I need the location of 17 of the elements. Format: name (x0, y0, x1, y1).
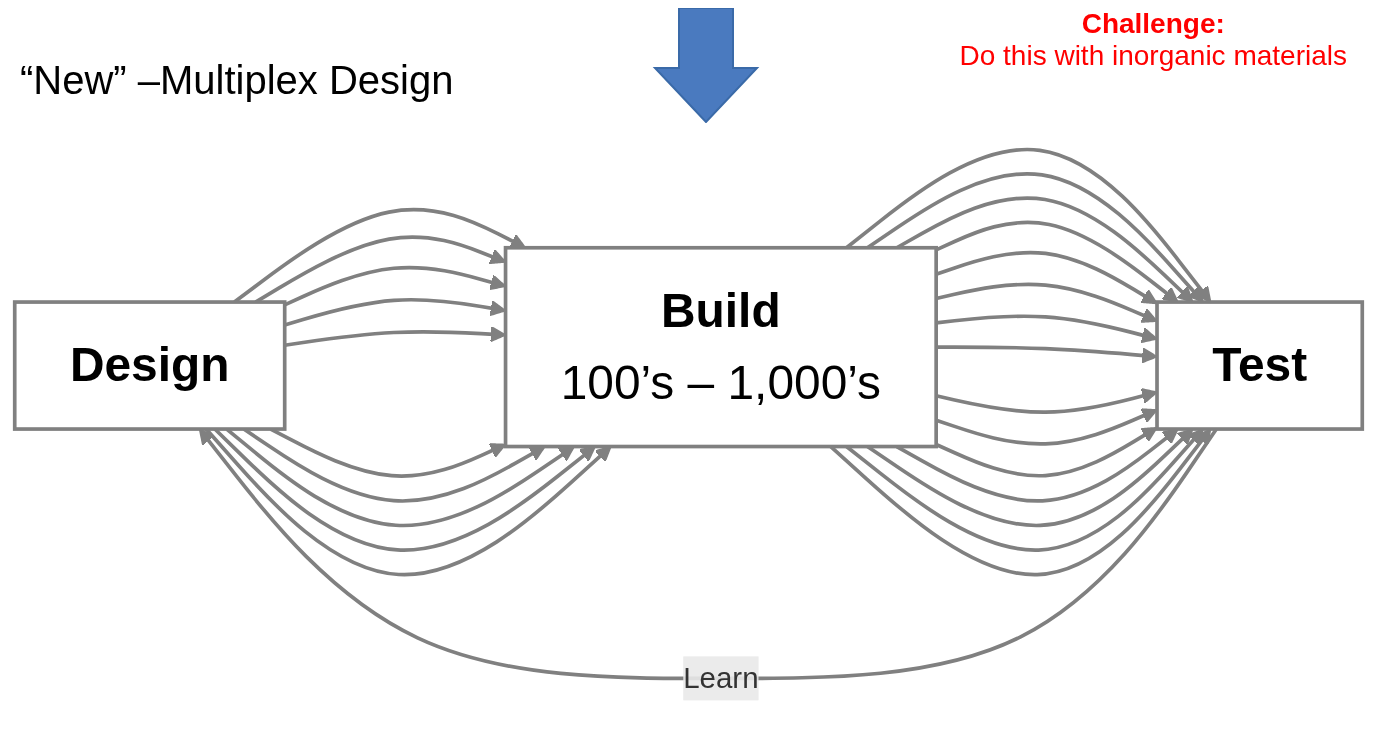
arrow (845, 428, 1204, 552)
node-box: Design (12, 300, 287, 431)
arrow (845, 147, 1212, 303)
arrow (198, 428, 1218, 681)
arrow (895, 428, 1179, 503)
arrow (866, 172, 1204, 303)
challenge-heading: Challenge: (1080, 8, 1226, 40)
node-box: Build 100’s – 1,000’s (503, 245, 938, 449)
arrow (866, 428, 1194, 528)
arrow (829, 428, 1212, 577)
arrow (895, 196, 1194, 303)
arrow (935, 426, 1158, 478)
challenge-note: Do this with inorganic materials (959, 40, 1347, 72)
node-box: Test (1155, 300, 1365, 431)
title: “New” –Multiplex Design (20, 58, 454, 103)
arrow (935, 220, 1179, 303)
edge-label: Learn (683, 661, 759, 694)
